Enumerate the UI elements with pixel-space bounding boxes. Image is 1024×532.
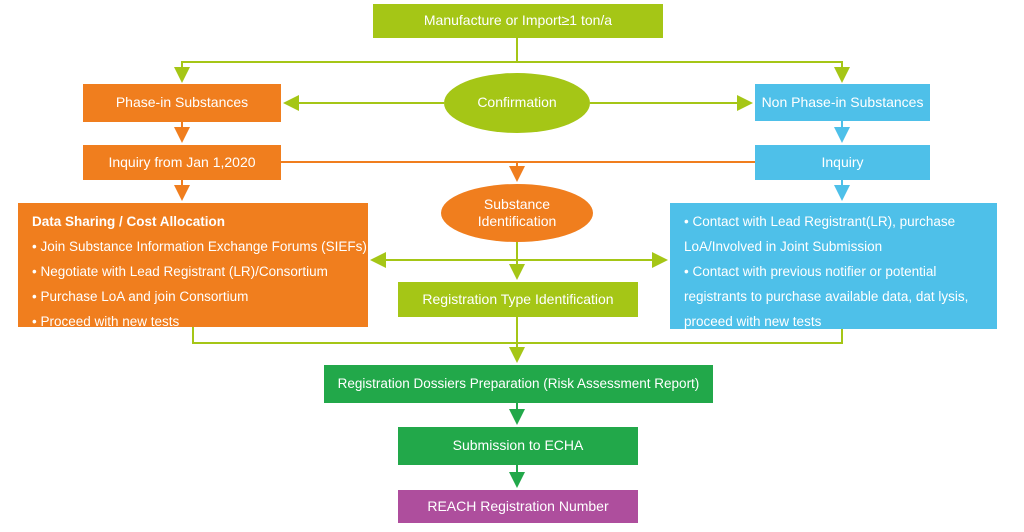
node-substance-identification: Substance Identification: [441, 184, 593, 242]
node-inquiry-from-jan-2020: Inquiry from Jan 1,2020: [83, 145, 281, 180]
node-data-sharing-cost-allocation: Data Sharing / Cost Allocation • Join Su…: [18, 203, 368, 329]
data-sharing-bullet: • Negotiate with Lead Registrant (LR)/Co…: [32, 264, 328, 279]
node-inquiry: Inquiry: [755, 145, 930, 180]
data-sharing-bullet: • Join Substance Information Exchange Fo…: [32, 239, 367, 254]
node-registration-type-identification: Registration Type Identification: [398, 282, 638, 317]
node-registration-dossiers-preparation: Registration Dossiers Preparation (Risk …: [324, 365, 713, 403]
node-non-phase-in-substances: Non Phase-in Substances: [755, 84, 930, 121]
contact-bullet: • Contact with previous notifier or pote…: [684, 264, 969, 329]
data-sharing-bullet: • Proceed with new tests: [32, 314, 180, 329]
node-phase-in-substances: Phase-in Substances: [83, 84, 281, 122]
node-contact-lead-registrant: • Contact with Lead Registrant(LR), purc…: [670, 203, 997, 329]
node-submission-to-echa: Submission to ECHA: [398, 427, 638, 465]
data-sharing-title: Data Sharing / Cost Allocation: [32, 214, 226, 229]
contact-bullet: • Contact with Lead Registrant(LR), purc…: [684, 214, 956, 254]
node-reach-registration-number: REACH Registration Number: [398, 490, 638, 523]
data-sharing-bullet: • Purchase LoA and join Consortium: [32, 289, 249, 304]
node-manufacture-import: Manufacture or Import≥1 ton/a: [373, 4, 663, 38]
node-confirmation: Confirmation: [444, 73, 590, 133]
